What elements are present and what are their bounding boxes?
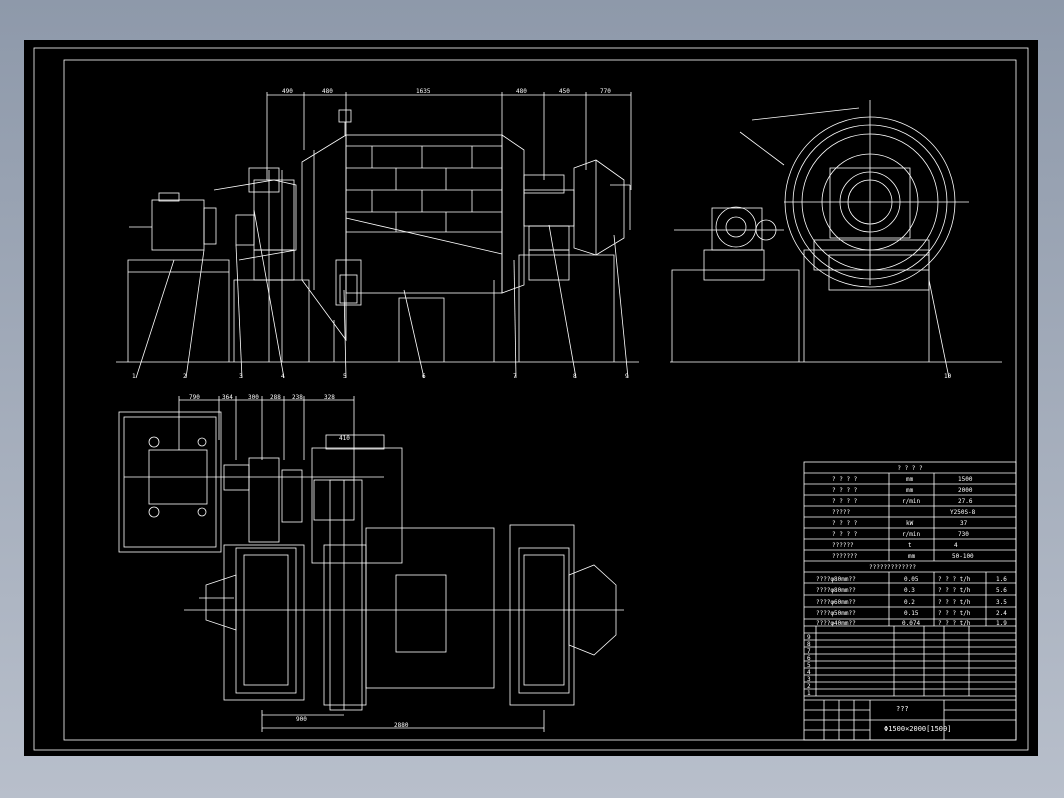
part-callout: 4 <box>281 373 285 380</box>
spec-name: ? ? ? ? <box>832 531 858 538</box>
ball-ratio: 0.3 <box>904 587 915 594</box>
dim-label: 480 <box>516 88 527 95</box>
dim-label: 288 <box>270 394 281 401</box>
ball-note: ? ? ? t/h <box>938 599 971 606</box>
dim-label: 790 <box>189 394 200 401</box>
ball-size: ????φ80mm?? <box>816 576 856 583</box>
spec-unit: t <box>908 542 912 549</box>
part-number: 7 <box>807 648 811 655</box>
spec-unit: r/min <box>902 531 921 538</box>
ball-weight: 2.4 <box>996 610 1007 617</box>
front-elevation-view <box>116 92 639 379</box>
part-number: 3 <box>807 676 811 683</box>
inner-border <box>63 59 1017 741</box>
spec-unit: mm <box>908 553 916 560</box>
spec-name: ? ? ? ? <box>832 476 858 483</box>
part-callout: 3 <box>239 373 243 380</box>
part-number: 9 <box>807 634 811 641</box>
spec-unit: mm <box>906 476 914 483</box>
part-callout: 9 <box>625 373 629 380</box>
ball-note: ? ? ? t/h <box>938 576 971 583</box>
ball-ratio: 0.15 <box>904 610 919 617</box>
ball-size: ????φ60mm?? <box>816 599 856 606</box>
part-callout: 5 <box>343 373 347 380</box>
ball-ratio: 0.05 <box>904 576 919 583</box>
ball-size: ????φ80mm?? <box>816 587 856 594</box>
part-callout: 1 <box>132 373 136 380</box>
drawing-model: Φ1500×2000[1500] <box>884 725 952 733</box>
dim-label: 300 <box>248 394 259 401</box>
dim-label: 238 <box>292 394 303 401</box>
dim-label: 328 <box>324 394 335 401</box>
part-number: 4 <box>807 669 811 676</box>
ball-ratio: 0.074 <box>902 620 921 627</box>
spec-value: 2000 <box>958 487 973 494</box>
part-callout: 10 <box>944 373 952 380</box>
dim-label: 900 <box>296 716 307 723</box>
dim-label: 480 <box>322 88 333 95</box>
spec-value: 37 <box>960 520 968 527</box>
spec-name: ????? <box>832 509 851 516</box>
spec-value: 1500 <box>958 476 973 483</box>
dim-label: 2880 <box>394 722 409 729</box>
ball-size: ????φ50mm?? <box>816 610 856 617</box>
spec-value: 4 <box>954 542 958 549</box>
spec-unit: r/min <box>902 498 921 505</box>
dim-label: 450 <box>559 88 570 95</box>
part-number: 6 <box>807 655 811 662</box>
plan-view <box>118 396 624 732</box>
side-elevation-view <box>670 100 1002 379</box>
ball-note: ? ? ? t/h <box>938 620 971 627</box>
drawing-title: ??? <box>896 705 909 713</box>
spec-unit: kW <box>906 520 914 527</box>
dim-label: 1635 <box>416 88 431 95</box>
part-number: 2 <box>807 683 811 690</box>
part-callout: 6 <box>422 373 426 380</box>
ball-weight: 1.6 <box>996 576 1007 583</box>
spec-name: ?????? <box>832 542 854 549</box>
table-heading: ? ? ? ? <box>897 465 923 472</box>
spec-value: 50-100 <box>952 553 974 560</box>
spec-name: ? ? ? ? <box>832 520 858 527</box>
ball-weight: 5.6 <box>996 587 1007 594</box>
ball-size: ????φ40mm?? <box>816 620 856 627</box>
specification-table <box>803 461 1017 741</box>
ball-weight: 3.5 <box>996 599 1007 606</box>
spec-name: ? ? ? ? <box>832 487 858 494</box>
spec-value: 27.6 <box>958 498 973 505</box>
dim-label: 770 <box>600 88 611 95</box>
dim-label: 364 <box>222 394 233 401</box>
ball-ratio: 0.2 <box>904 599 915 606</box>
part-callout: 8 <box>573 373 577 380</box>
dim-label: 490 <box>282 88 293 95</box>
spec-name: ? ? ? ? <box>832 498 858 505</box>
spec-value: 730 <box>958 531 969 538</box>
part-callout: 7 <box>513 373 517 380</box>
part-number: 8 <box>807 641 811 648</box>
ball-section-heading: ????????????? <box>869 564 916 571</box>
part-callout: 2 <box>183 373 187 380</box>
part-number: 1 <box>807 690 811 697</box>
ball-note: ? ? ? t/h <box>938 587 971 594</box>
dim-label: 410 <box>339 435 350 442</box>
spec-unit: mm <box>906 487 914 494</box>
outer-border <box>33 47 1029 751</box>
spec-value: Y250S-8 <box>950 509 976 516</box>
part-number: 5 <box>807 662 811 669</box>
ball-weight: 1.9 <box>996 620 1007 627</box>
spec-name: ??????? <box>832 553 858 560</box>
cad-drawing <box>33 47 1029 751</box>
drawing-sheet: 490 480 1635 480 450 770 1 2 3 4 5 6 7 8… <box>24 40 1038 756</box>
ball-note: ? ? ? t/h <box>938 610 971 617</box>
